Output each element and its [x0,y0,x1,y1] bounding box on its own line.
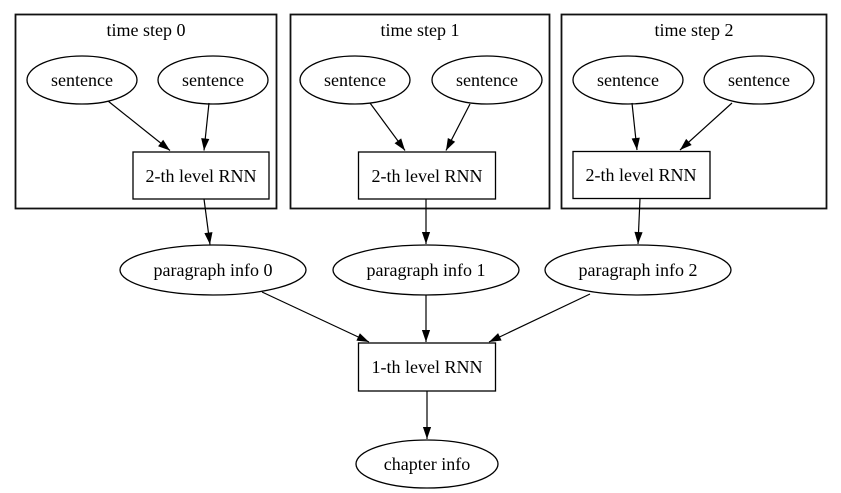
ellipse-shape [157,55,269,105]
rect-shape [357,342,497,392]
node-label: sentence [51,70,113,90]
node-label: 2-th level RNN [146,166,257,186]
node-sentence-2-left: sentence [572,55,684,105]
node-paragraph-info-1: paragraph info 1 [332,244,520,296]
node-label: sentence [182,70,244,90]
node-label: chapter info [384,454,470,474]
node-sentence-0-right: sentence [157,55,269,105]
node-label: sentence [728,70,790,90]
cluster-label: time step 1 [381,20,460,40]
node-label: paragraph info 2 [579,260,698,280]
edge-sentence1r-to-rnn1 [445,103,471,151]
edge-rnn2-to-paragraph2 [634,198,643,245]
node-level1-rnn: 1-th level RNN [357,342,497,392]
edge-paragraph0-to-level1rnn [261,291,370,343]
node-level2-rnn-0: 2-th level RNN [132,151,270,200]
node-chapter-info: chapter info [355,439,499,489]
node-level2-rnn-1: 2-th level RNN [357,151,497,200]
edge-sentence2r-to-rnn2 [679,102,733,151]
edge-sentence0l-to-rnn0 [107,100,171,151]
edge-sentence2l-to-rnn2 [631,102,640,151]
node-level2-rnn-2: 2-th level RNN [572,150,711,200]
rect-shape [357,151,497,200]
ellipse-shape [544,244,732,296]
node-sentence-0-left: sentence [26,55,138,105]
node-label: sentence [456,70,518,90]
ellipse-shape [572,55,684,105]
node-sentence-1-right: sentence [431,55,543,105]
node-paragraph-info-2: paragraph info 2 [544,244,732,296]
edge-sentence1l-to-rnn1 [369,102,406,151]
cluster-label: time step 2 [655,20,734,40]
rect-shape [572,150,711,200]
node-label: sentence [324,70,386,90]
cluster-time-step-0: time step 0 sentence sentence 2-th level… [14,13,278,210]
node-label: sentence [597,70,659,90]
node-label: paragraph info 0 [154,260,273,280]
ellipse-shape [119,244,307,296]
node-label: 2-th level RNN [372,166,483,186]
node-sentence-2-right: sentence [703,55,815,105]
edge-layer [107,100,733,439]
node-label: 2-th level RNN [586,165,697,185]
edge-sentence0r-to-rnn0 [201,102,210,151]
edge-rnn0-to-paragraph0 [203,198,213,245]
cluster-border [289,13,551,210]
node-paragraph-info-0: paragraph info 0 [119,244,307,296]
node-sentence-1-left: sentence [299,55,411,105]
node-label: paragraph info 1 [367,260,486,280]
cluster-label: time step 0 [107,20,186,40]
ellipse-shape [355,439,499,489]
rect-shape [132,151,270,200]
cluster-time-step-2: time step 2 sentence sentence 2-th level… [560,13,828,210]
ellipse-shape [299,55,411,105]
cluster-time-step-1: time step 1 sentence sentence 2-th level… [289,13,551,210]
edge-paragraph2-to-level1rnn [488,293,591,343]
ellipse-shape [26,55,138,105]
ellipse-shape [703,55,815,105]
ellipse-shape [431,55,543,105]
cluster-border [14,13,278,210]
node-label: 1-th level RNN [372,357,483,377]
cluster-border [560,13,828,210]
